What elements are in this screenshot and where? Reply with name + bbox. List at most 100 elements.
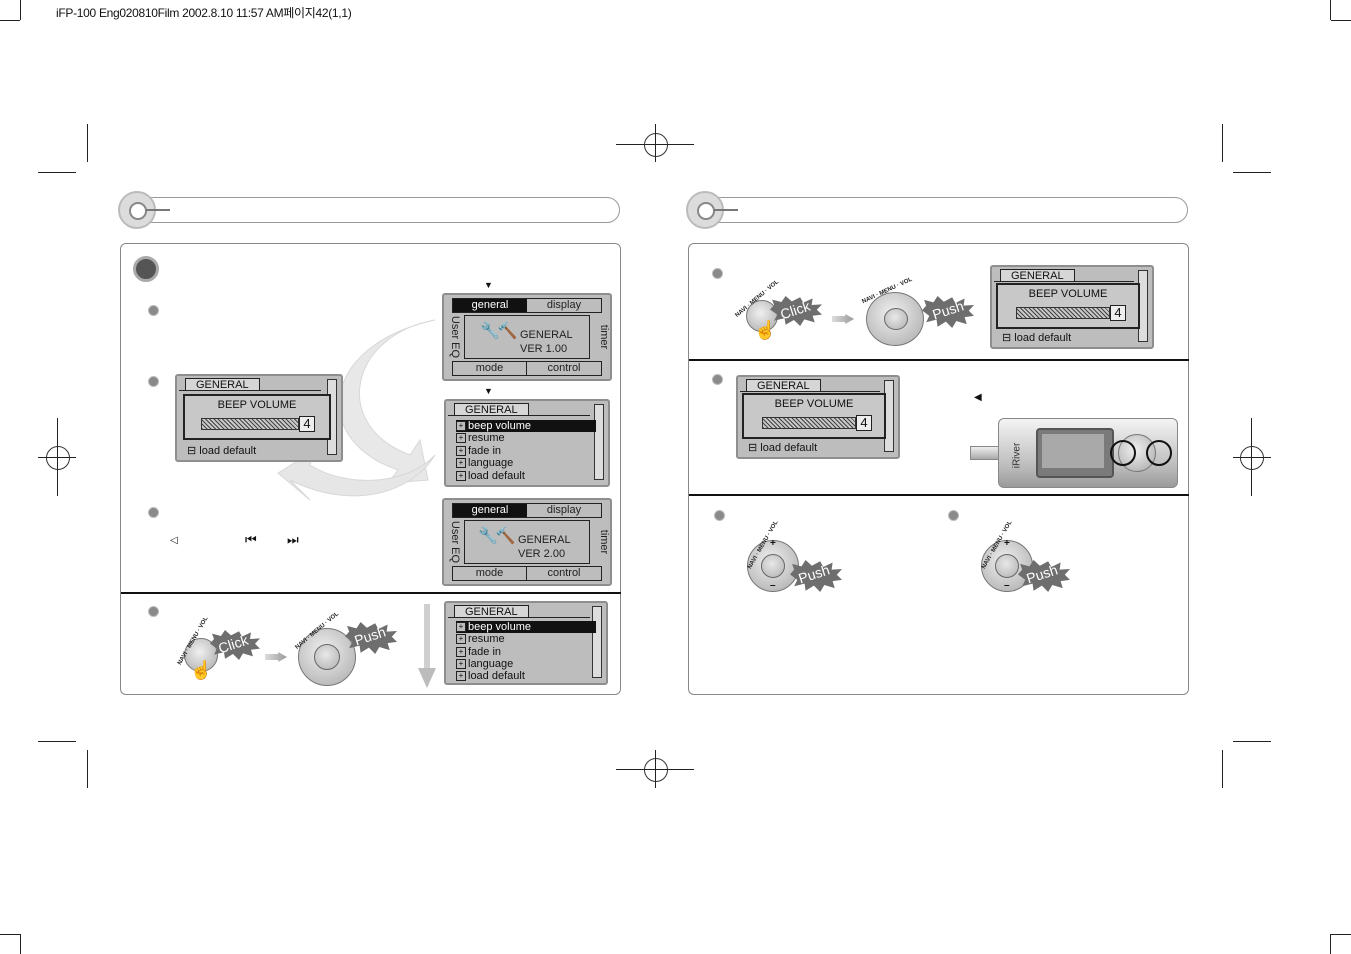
- menu-item-language[interactable]: language: [456, 658, 596, 670]
- left-panel-divider: [121, 592, 621, 594]
- registration-line: [655, 124, 656, 162]
- lcd-tab-line: [994, 281, 1134, 282]
- lcd-tab: GENERAL: [454, 605, 529, 618]
- beep-volume-value: 4: [1110, 305, 1126, 321]
- registration-mark: [1240, 446, 1264, 470]
- minus-icon: –: [770, 580, 776, 591]
- menu-item-beep-volume[interactable]: beep volume: [456, 621, 596, 633]
- menu-item-load-default[interactable]: load default: [456, 470, 596, 482]
- beep-volume-title: BEEP VOLUME: [774, 398, 854, 410]
- lcd-beep-volume-right-1: GENERAL BEEP VOLUME 4 ⊟ load default: [990, 265, 1154, 349]
- lcd-tab: GENERAL: [454, 403, 529, 416]
- mode-version-line: VER 2.00: [518, 548, 566, 560]
- menu-item-beep-volume[interactable]: beep volume: [456, 420, 596, 432]
- tools-icon: 🔧🔨: [480, 323, 518, 340]
- lcd-tab: GENERAL: [1000, 269, 1075, 282]
- navi-wheel-center[interactable]: [995, 554, 1019, 578]
- device-brand: iRiver: [1011, 442, 1023, 469]
- navi-wheel-center[interactable]: [884, 308, 908, 330]
- crop-mark: [0, 20, 20, 21]
- crop-mark: [1330, 0, 1331, 20]
- crop-mark: [1222, 750, 1223, 788]
- print-header: iFP-100 Eng020810Film 2002.8.10 11:57 AM…: [56, 6, 352, 20]
- lcd-menu-list-2: GENERAL beep volume resume fade in langu…: [444, 601, 608, 685]
- lcd-tab: GENERAL: [746, 379, 821, 392]
- beep-volume-bar[interactable]: [201, 418, 299, 430]
- down-arrow-icon: ▼: [484, 386, 493, 396]
- mode-tab-timer[interactable]: timer: [597, 529, 610, 555]
- beep-volume-bar[interactable]: [762, 417, 856, 429]
- beep-volume-bar[interactable]: [1016, 307, 1110, 319]
- menu-item-resume[interactable]: resume: [456, 633, 596, 645]
- mode-tab-control[interactable]: control: [547, 567, 581, 579]
- left-title-line: [146, 209, 170, 211]
- step-bullet: [148, 305, 159, 316]
- crop-mark: [1222, 124, 1223, 162]
- mode-general-line: GENERAL: [518, 534, 571, 546]
- navi-wheel-center[interactable]: [761, 554, 785, 578]
- down-arrow-icon: ▼: [484, 280, 493, 290]
- left-arrow-solid-icon: ◀: [974, 392, 982, 403]
- crop-mark: [87, 124, 88, 162]
- menu-item-fade-in[interactable]: fade in: [456, 445, 596, 457]
- step-bullet: [712, 268, 723, 279]
- left-arrow-icon: ◁: [170, 535, 178, 546]
- mode-tab-display[interactable]: display: [546, 504, 582, 516]
- beep-volume-box: BEEP VOLUME 4: [742, 393, 886, 439]
- load-default-text: load default: [1014, 332, 1072, 344]
- crop-mark: [1330, 934, 1331, 954]
- registration-mark: [46, 446, 70, 470]
- left-title-bar: [124, 197, 620, 223]
- mode-tab-control[interactable]: control: [547, 362, 581, 374]
- step-bullet: [948, 510, 959, 521]
- navi-wheel-vol-up[interactable]: [747, 540, 799, 592]
- mode-tab-mode[interactable]: mode: [453, 362, 527, 375]
- crop-mark: [1331, 934, 1351, 935]
- menu-item-language[interactable]: language: [456, 457, 596, 469]
- right-arrow-icon: [265, 652, 287, 662]
- mode-version-line: VER 1.00: [520, 343, 568, 355]
- mode-tab-general[interactable]: general: [453, 504, 527, 517]
- crop-mark: [20, 934, 21, 954]
- menu-item-fade-in[interactable]: fade in: [456, 646, 596, 658]
- crop-mark: [38, 172, 76, 173]
- lcd-tab: GENERAL: [185, 378, 260, 391]
- lcd-beep-volume-right-2: GENERAL BEEP VOLUME 4 ⊟ load default: [736, 375, 900, 459]
- curved-arrow-icon: [277, 319, 436, 501]
- mode-top-row: general display: [452, 503, 602, 518]
- menu-item-load-default[interactable]: load default: [456, 670, 596, 682]
- step-bullet: [148, 376, 159, 387]
- mode-tab-user-eq[interactable]: User EQ: [449, 520, 462, 564]
- mode-tab-user-eq[interactable]: User EQ: [449, 315, 462, 359]
- mode-tab-display[interactable]: display: [546, 299, 582, 311]
- pointing-hand-icon: ☝: [754, 320, 777, 340]
- crop-mark: [20, 0, 21, 20]
- mode-tab-timer[interactable]: timer: [597, 324, 610, 350]
- mode-screen-2: general display User EQ timer 🔧🔨 GENERAL…: [442, 498, 612, 586]
- mode-tab-mode[interactable]: mode: [453, 567, 527, 580]
- navi-wheel-center[interactable]: [314, 644, 340, 670]
- step-bullet: [714, 510, 725, 521]
- mode-top-row: general display: [452, 298, 602, 313]
- beep-volume-box: BEEP VOLUME 4: [183, 394, 331, 440]
- menu-item-resume[interactable]: resume: [456, 432, 596, 444]
- mode-tab-general[interactable]: general: [453, 299, 527, 312]
- registration-line: [1251, 418, 1252, 496]
- step-bullet: [712, 374, 723, 385]
- plus-icon: +: [770, 538, 776, 549]
- pointing-hand-icon: ☝: [190, 660, 213, 680]
- step-bullet: [148, 606, 159, 617]
- crop-mark: [1233, 172, 1271, 173]
- section-bullet-icon: [133, 256, 159, 282]
- right-title-line: [714, 209, 738, 211]
- load-default-label: ⊟ load default: [187, 445, 257, 457]
- registration-line: [57, 418, 58, 496]
- plus-icon: +: [1004, 538, 1010, 549]
- down-long-arrow-icon: [418, 604, 436, 688]
- lcd-menu-list-1: GENERAL beep volume resume fade in langu…: [444, 399, 610, 487]
- right-panel-divider: [689, 494, 1189, 496]
- mode-inner: [464, 315, 590, 359]
- lcd-tab-line: [179, 390, 321, 391]
- lcd-beep-volume: GENERAL BEEP VOLUME 4 ⊟ load default: [175, 374, 343, 462]
- tools-icon: 🔧🔨: [478, 528, 516, 545]
